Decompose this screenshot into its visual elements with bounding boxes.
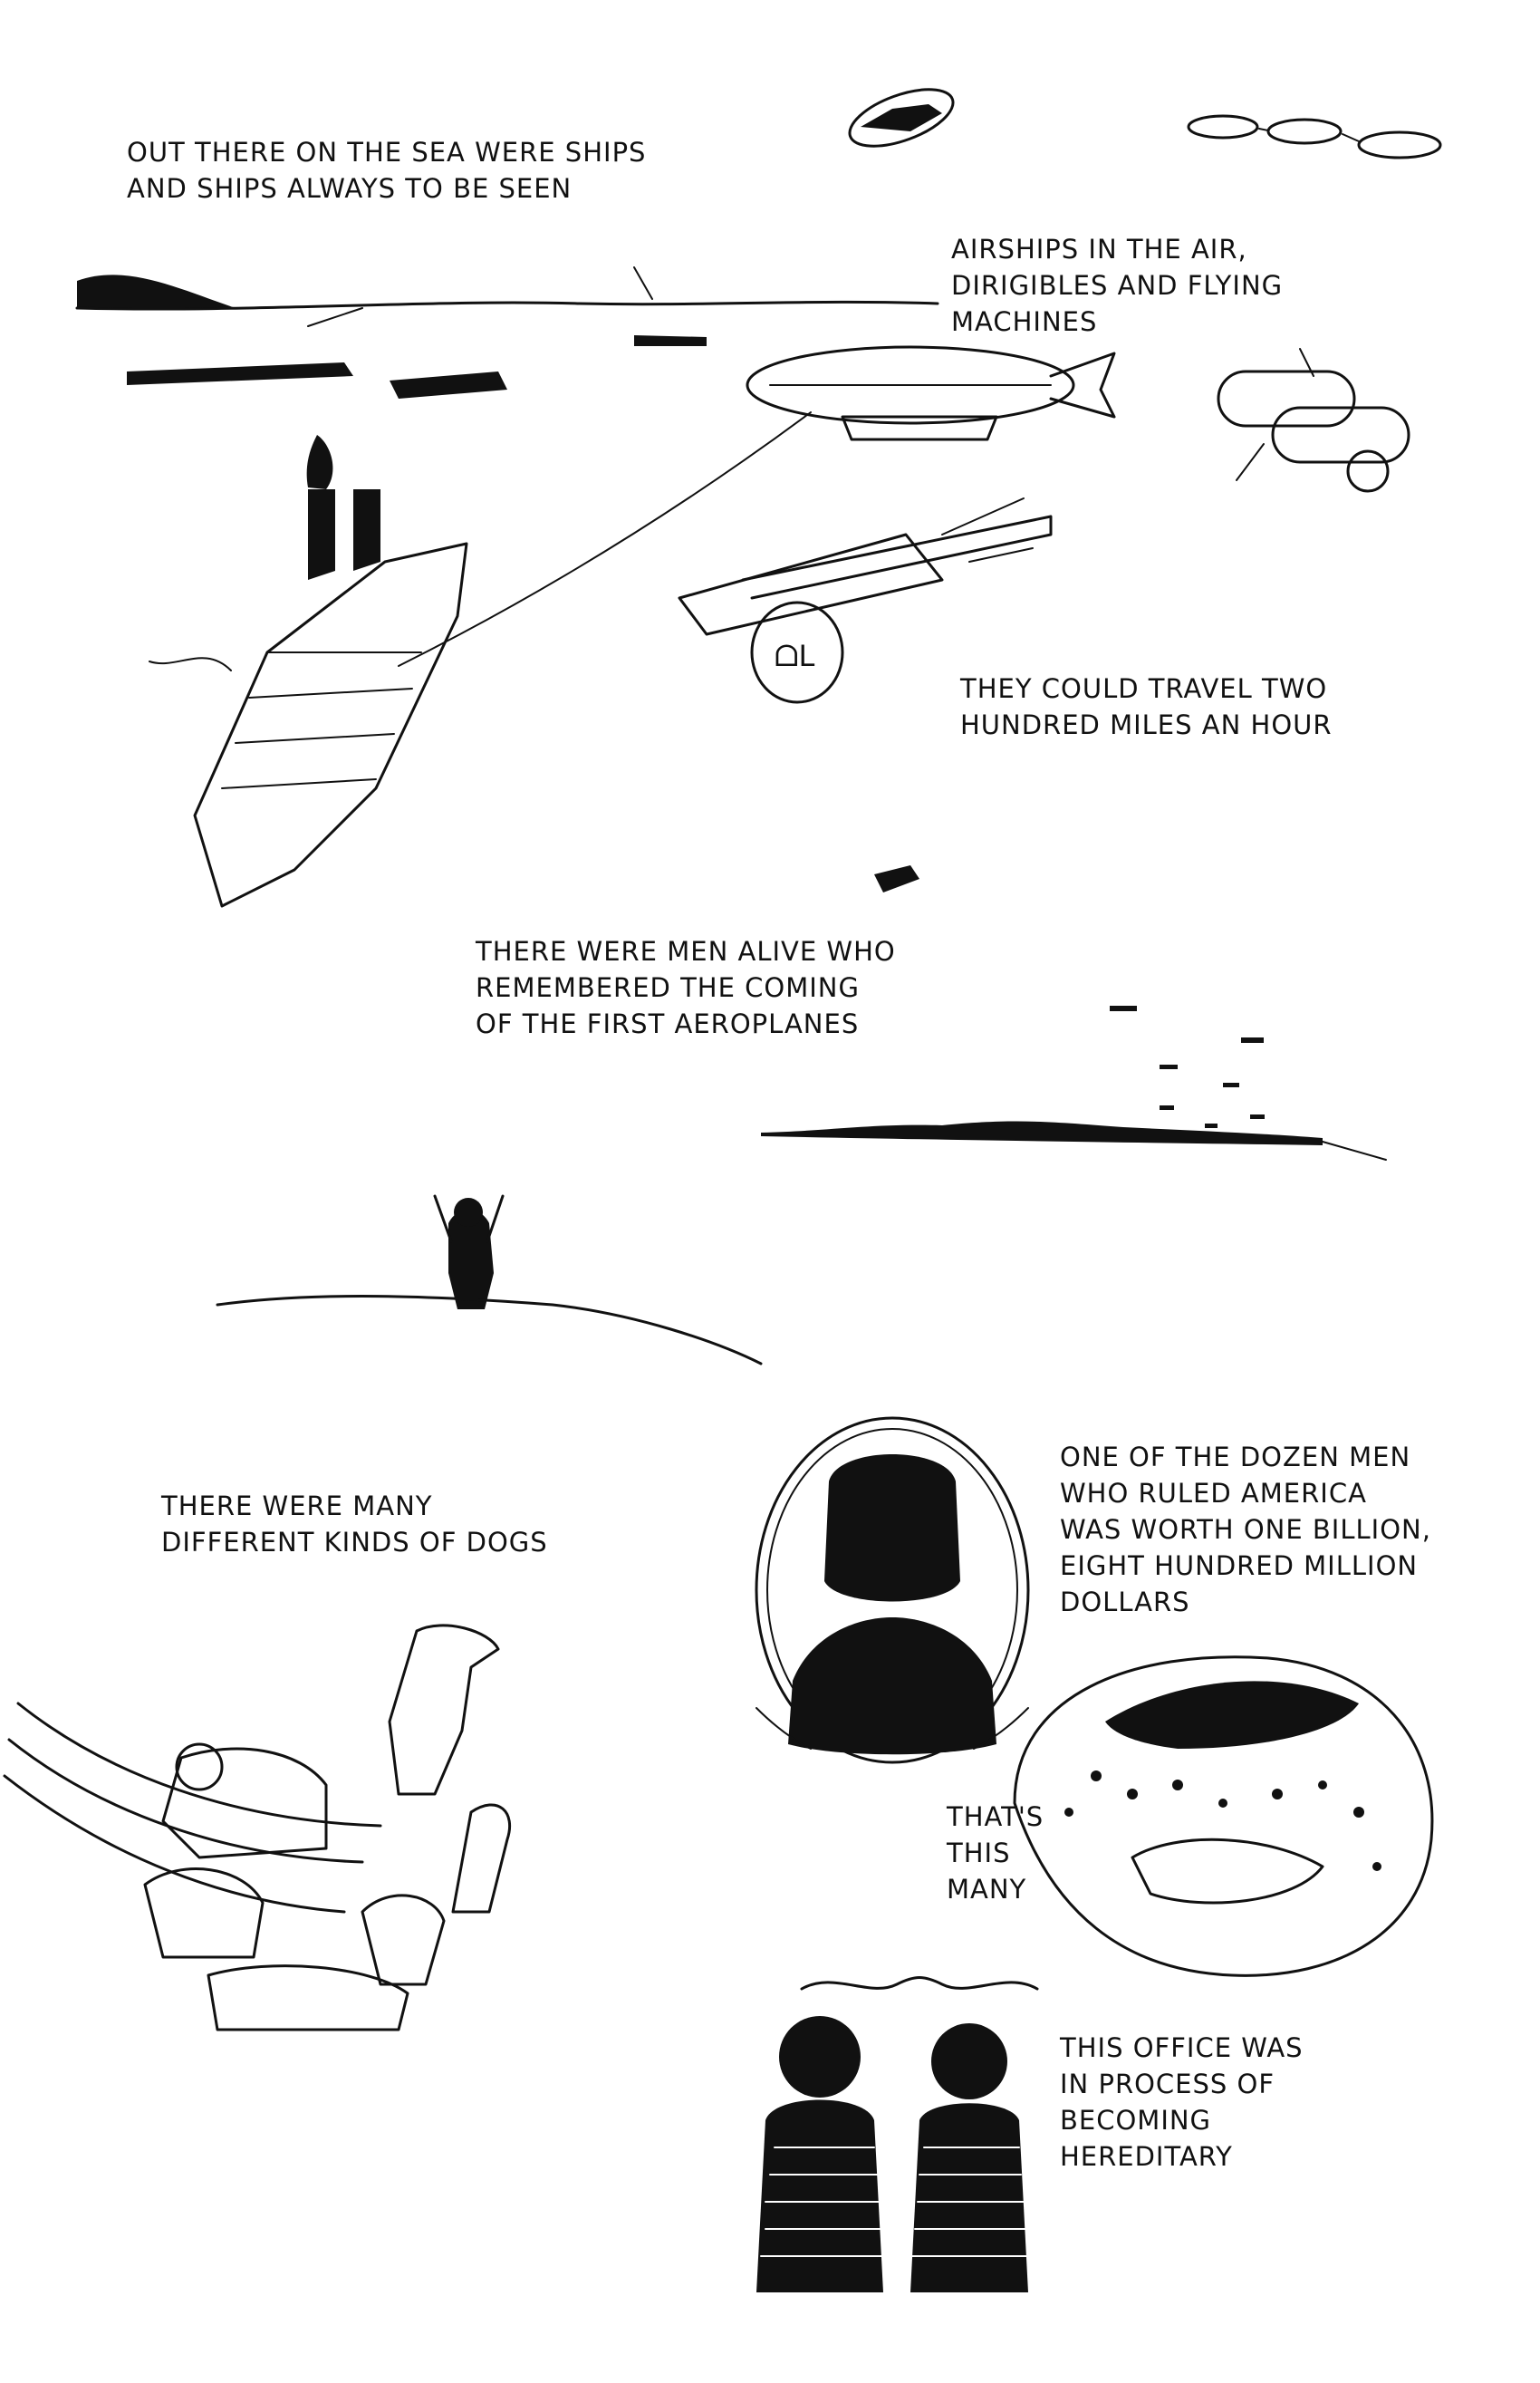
caption-line: BECOMING [1060,2105,1212,2136]
caption-line: WHO RULED AMERICA [1060,1478,1367,1509]
caption-line: IN PROCESS OF [1060,2069,1275,2099]
caption-line: THERE WERE MANY [161,1491,433,1521]
caption-line: THIS OFFICE WAS [1060,2032,1304,2063]
tether-line [398,411,812,667]
small-plane-icon [874,865,919,892]
caption-this-many: THAT'S THIS MANY [947,1799,1044,1907]
ornament-divider-icon [800,1976,1039,1991]
flying-machine-icon [1217,348,1410,493]
caption-aeroplanes: THERE WERE MEN ALIVE WHO REMEMBERED THE … [476,933,896,1042]
flying-machine-top-icon [848,88,955,148]
caption-line: AIRSHIPS IN THE AIR, [951,234,1247,265]
caption-line: DIRIGIBLES AND FLYING [951,270,1284,301]
caption-line: MANY [947,1874,1027,1905]
biplane-icon: ᗝL [678,497,1053,704]
portrait-silhouette-icon [755,1416,1030,1764]
gondola-mark: ᗝL [775,639,815,673]
steamship-icon [149,435,468,908]
sea-horizon-icon [75,266,939,399]
caption-line: THEY COULD TRAVEL TWO [960,673,1328,704]
caption-line: EIGHT HUNDRED MILLION [1060,1550,1419,1581]
caption-line: HEREDITARY [1060,2141,1233,2172]
caption-line: OUT THERE ON THE SEA WERE SHIPS [127,137,647,168]
caption-line: DIFFERENT KINDS OF DOGS [161,1527,548,1558]
caption-ships: OUT THERE ON THE SEA WERE SHIPS AND SHIP… [127,134,646,207]
caption-line: REMEMBERED THE COMING [476,972,860,1003]
caption-line: THIS [947,1838,1011,1868]
caption-airships: AIRSHIPS IN THE AIR, DIRIGIBLES AND FLYI… [951,231,1283,340]
airship-fleet-icon [1187,114,1442,159]
caption-rulers: ONE OF THE DOZEN MEN WHO RULED AMERICA W… [1060,1439,1431,1620]
dog-pack-icon [3,1624,512,2031]
caption-line: MACHINES [951,306,1098,337]
heirs-silhouette-icon [756,2016,1028,2292]
caption-dogs: THERE WERE MANY DIFFERENT KINDS OF DOGS [161,1488,548,1560]
caption-line: WAS WORTH ONE BILLION, [1060,1514,1431,1545]
caption-office: THIS OFFICE WAS IN PROCESS OF BECOMING H… [1060,2030,1304,2175]
caption-speed: THEY COULD TRAVEL TWO HUNDRED MILES AN H… [960,671,1333,743]
dirigible-icon [746,345,1116,441]
distant-shore-icon [761,1121,1387,1161]
money-pile-icon [1013,1655,1434,1977]
caption-line: OF THE FIRST AEROPLANES [476,1008,860,1039]
caption-line: THERE WERE MEN ALIVE WHO [476,936,896,967]
child-silhouette-icon [216,1194,763,1365]
caption-line: THAT'S [947,1801,1044,1832]
caption-line: HUNDRED MILES AN HOUR [960,709,1333,740]
caption-line: DOLLARS [1060,1587,1190,1617]
caption-line: AND SHIPS ALWAYS TO BE SEEN [127,173,573,204]
caption-line: ONE OF THE DOZEN MEN [1060,1442,1411,1472]
